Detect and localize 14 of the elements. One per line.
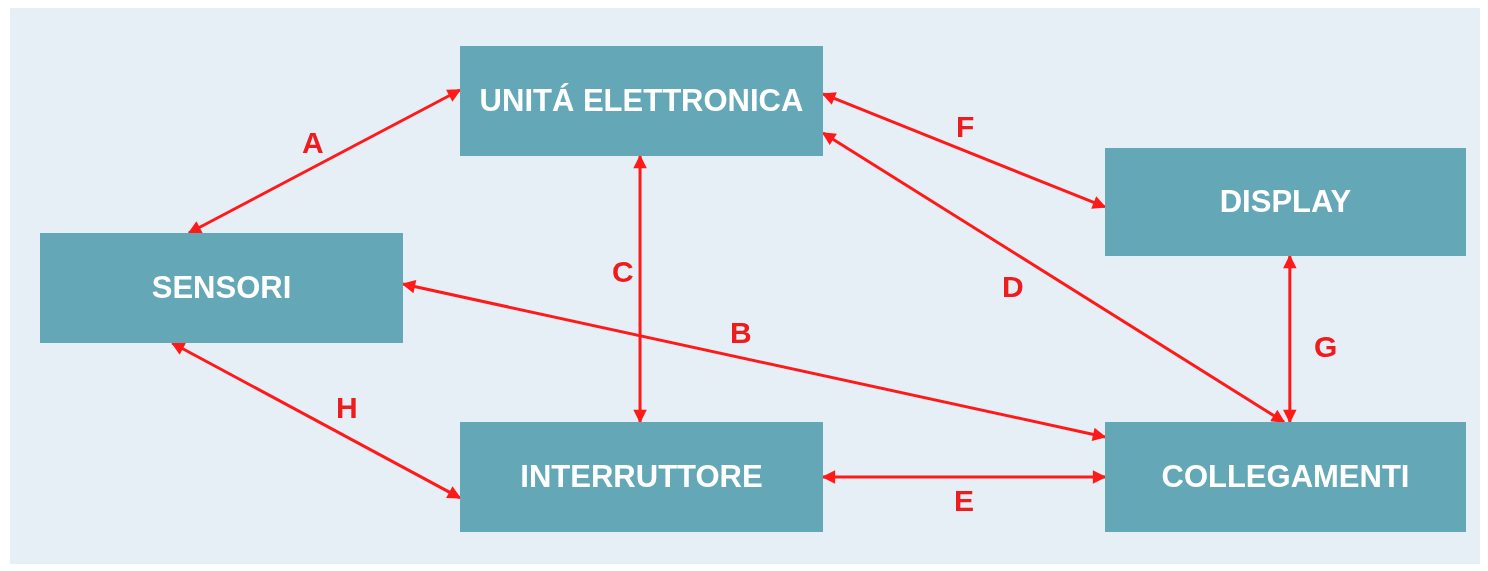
box-label: DISPLAY <box>1219 183 1352 221</box>
double-arrow <box>187 88 462 235</box>
process-box <box>460 422 823 532</box>
double-arrow <box>633 154 647 424</box>
box-label: SENSORI <box>151 269 292 307</box>
box-label: COLLEGAMENTI <box>1161 458 1410 496</box>
process-box <box>460 46 823 156</box>
process-box <box>1105 422 1466 532</box>
double-arrow <box>1283 254 1297 424</box>
process-box <box>1105 148 1466 256</box>
box-label: INTERRUTTORE <box>520 458 763 496</box>
double-arrow <box>170 341 462 500</box>
process-box <box>40 233 403 343</box>
box-label: UNITÁ ELETTRONICA <box>479 82 804 120</box>
